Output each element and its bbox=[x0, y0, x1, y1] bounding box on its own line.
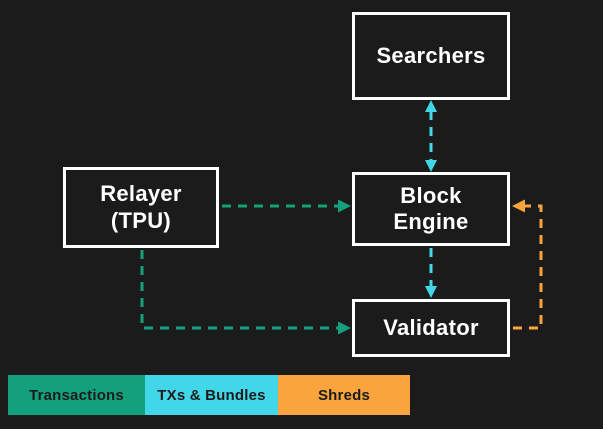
legend: Transactions TXs & Bundles Shreds bbox=[8, 375, 410, 415]
arrow-relayer-validator bbox=[140, 250, 351, 335]
node-validator: Validator bbox=[352, 299, 510, 357]
arrow-relayer-block-engine bbox=[222, 199, 351, 213]
legend-item-transactions: Transactions bbox=[8, 375, 145, 415]
legend-item-shreds: Shreds bbox=[278, 375, 410, 415]
arrow-block-engine-validator bbox=[425, 248, 437, 298]
arrow-searchers-block-engine bbox=[425, 100, 437, 172]
arrow-validator-block-engine bbox=[512, 199, 543, 330]
legend-item-txs-bundles: TXs & Bundles bbox=[145, 375, 278, 415]
node-searchers: Searchers bbox=[352, 12, 510, 100]
node-relayer-tpu: Relayer (TPU) bbox=[63, 167, 219, 248]
node-block-engine: Block Engine bbox=[352, 172, 510, 246]
